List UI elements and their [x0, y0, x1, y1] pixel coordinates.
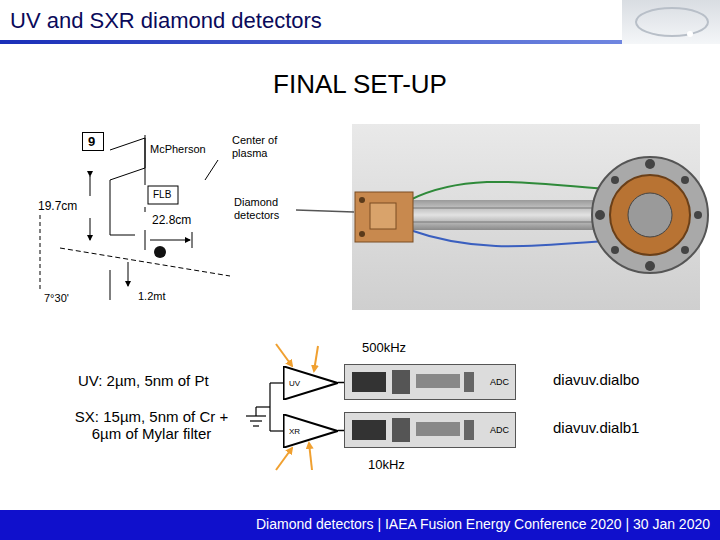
probe-photo: [611, 176, 619, 184]
dimension: 22.8cm: [152, 214, 191, 228]
triangle-shape: [284, 366, 338, 399]
signal-name: diavuv.dialbo: [553, 371, 639, 388]
probe-photo: [611, 246, 619, 254]
wires: [256, 406, 270, 407]
wires: [270, 382, 283, 383]
amplifier-board: [416, 422, 460, 436]
detector-dot: [154, 246, 166, 258]
probe-photo: [410, 182, 620, 200]
thumbnail-photo: [622, 0, 720, 44]
amplifier-board: [344, 412, 516, 448]
node-text: 9: [88, 134, 95, 149]
probe-photo: [352, 124, 700, 310]
section-heading: FINAL SET-UP: [0, 70, 720, 100]
probe-photo: [355, 192, 413, 242]
probe-photo: [370, 203, 396, 229]
line-of-sight-sketch: [192, 232, 193, 248]
probe-photo: [681, 246, 689, 254]
part-name: Diamond detectors: [234, 196, 296, 221]
line-of-sight-sketch: [110, 270, 111, 300]
amplifier-triangle: XR: [283, 414, 338, 448]
amplifier-board: [464, 420, 474, 440]
wires: [270, 430, 283, 431]
node-text: XR: [289, 427, 300, 436]
amplifier-board: [352, 420, 386, 440]
triangle-shape: [284, 414, 338, 447]
line-of-sight-sketch: [90, 176, 91, 196]
node-text: UV: [289, 379, 300, 388]
line-of-sight-sketch: [40, 215, 41, 290]
thumbnail-photo: [636, 8, 708, 36]
line-of-sight-sketch: [90, 218, 91, 240]
amplifier-triangle: UV: [283, 366, 338, 400]
probe-photo: [410, 230, 620, 246]
probe-photo: [592, 157, 708, 273]
footer-text: Diamond detectors | IAEA Fusion Energy C…: [256, 516, 710, 532]
callout-box: 9: [82, 132, 104, 151]
part-name: McPherson: [150, 143, 206, 156]
node-text: ADC: [490, 377, 509, 387]
probe-photo: [405, 222, 605, 223]
line-of-sight-sketch: [150, 240, 190, 241]
thumbnail-photo: [622, 0, 720, 44]
part-name: FLB: [153, 189, 171, 201]
line-of-sight-sketch: [148, 186, 178, 204]
probe-photo: [352, 124, 708, 310]
line-of-sight-sketch: [40, 135, 230, 300]
wires: [255, 407, 256, 416]
amplifier-board: [416, 374, 460, 388]
node-text: ADC: [490, 425, 509, 435]
adc-board: ADC: [344, 412, 516, 448]
line-of-sight-sketch: [145, 207, 146, 212]
dimension: 1.2mt: [138, 290, 166, 303]
amplifier-board: [344, 364, 516, 400]
footer-bar: [0, 510, 720, 540]
wires: [250, 420, 262, 421]
probe-photo: [645, 159, 655, 169]
probe-photo: [694, 211, 702, 219]
signal-name: diavuv.dialb1: [553, 419, 639, 436]
probe-photo: [405, 208, 605, 209]
probe-photo: [681, 176, 689, 184]
slide-title: UV and SXR diamond detectors: [10, 8, 322, 33]
line-of-sight-sketch: [145, 230, 146, 250]
amplifier-board: [392, 370, 410, 394]
frequency-note: 500kHz: [362, 341, 406, 356]
line-of-sight-sketch: [110, 180, 135, 235]
amplifier-board: [392, 418, 410, 442]
photon-arrows: [276, 448, 292, 470]
photon-arrows: [314, 346, 318, 371]
probe-photo: [595, 210, 605, 220]
probe-photo: [645, 261, 655, 271]
amplifier-board: [344, 364, 516, 448]
amplifier-board: [464, 372, 474, 392]
leader-line: [296, 210, 354, 212]
line-of-sight-sketch: [110, 138, 145, 180]
detector-spec: SX: 15µm, 5nm of Cr + 6µm of Mylar filte…: [64, 408, 239, 443]
photon-arrows: [276, 344, 318, 470]
adc-board: ADC: [344, 364, 516, 400]
line-of-sight-sketch: [60, 248, 230, 276]
title-underline: [0, 40, 622, 44]
dimension: 7°30': [44, 292, 69, 305]
part-name: Center of plasma: [232, 134, 296, 159]
dimension: 19.7cm: [38, 200, 77, 214]
probe-photo: [359, 231, 365, 237]
wires: [246, 415, 266, 416]
amplifier-board: [352, 372, 386, 392]
thumbnail-photo: [687, 31, 693, 37]
wires: [253, 425, 259, 426]
detector-spec: UV: 2µm, 5nm of Pt: [78, 372, 209, 389]
probe-photo: [628, 193, 672, 237]
line-of-sight-sketch: [205, 160, 218, 180]
line-of-sight-sketch: [128, 262, 129, 286]
frequency-note: 10kHz: [368, 458, 405, 473]
probe-photo: [610, 175, 690, 255]
probe-photo: [405, 200, 605, 230]
photon-arrows: [276, 344, 292, 366]
photon-arrows: [309, 443, 312, 470]
wires: [246, 383, 283, 431]
probe-photo: [359, 197, 365, 203]
